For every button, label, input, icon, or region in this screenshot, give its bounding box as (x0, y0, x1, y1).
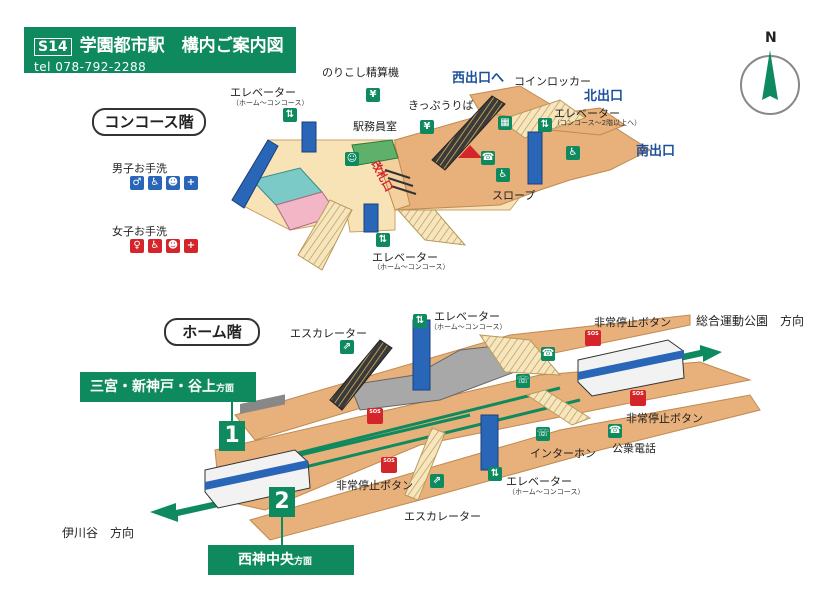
emergency-button-right-label: 非常停止ボタン (626, 412, 703, 425)
station-office-label: 駅務員室 (353, 120, 397, 133)
elevator-left-sub: （ホーム～コンコース） (232, 99, 309, 107)
compass-north-label: N (765, 30, 777, 46)
fare-machine-icon: ¥ (366, 88, 380, 102)
elevator-bottom-sub: （ホーム～コンコース） (373, 263, 450, 271)
phone-icon: ☎ (541, 347, 555, 361)
phone-icon: ☎ (481, 151, 495, 165)
elevator-top-sub: （ホーム～コンコース） (430, 323, 507, 331)
elevator-right-label: エレベーター (554, 107, 620, 120)
west-exit-label: 西出口へ (452, 71, 505, 86)
elevator-left-label: エレベーター (230, 86, 296, 99)
station-title-box: S14 学園都市駅 構内ご案内図 tel 078-792-2288 (24, 27, 296, 74)
male-icon: ♂ (130, 176, 144, 190)
elevator-icon: ⇅ (283, 108, 297, 122)
elevator-top-label: エレベーター (434, 310, 500, 323)
public-phone-label: 公衆電話 (612, 442, 656, 455)
ostomate-icon: + (184, 239, 198, 253)
phone-icon: ☎ (608, 424, 622, 438)
station-title: 学園都市駅 構内ご案内図 (79, 36, 284, 56)
direction-right-label: 総合運動公園 方向 (696, 314, 805, 328)
intercom-label: インターホン (530, 447, 596, 460)
female-icon: ♀ (130, 239, 144, 253)
mens-restroom-label: 男子お手洗 (112, 162, 167, 175)
track2-destination-main: 西神中央 (238, 552, 294, 568)
staff-icon: ☺ (345, 152, 359, 166)
fare-adjust-label: のりこし精算機 (322, 66, 399, 79)
elevator-icon: ⇅ (488, 467, 502, 481)
escalator-top-label: エスカレーター (290, 327, 367, 340)
intercom-icon: ☏ (516, 374, 530, 388)
wheelchair-icon: ♿ (148, 239, 162, 253)
womens-restroom-label: 女子お手洗 (112, 225, 167, 238)
ostomate-icon: + (184, 176, 198, 190)
emergency-sos-icon: SOS (585, 330, 601, 346)
ticket-machine-icon: ¥ (420, 120, 434, 134)
track2-destination: 西神中央方面 (208, 545, 354, 575)
concourse-floor-label: コンコース階 (92, 108, 206, 136)
emergency-sos-icon: SOS (381, 457, 397, 473)
locker-icon: ▦ (498, 116, 512, 130)
elevator-icon: ⇅ (413, 314, 427, 328)
elevator-icon: ⇅ (376, 233, 390, 247)
track2-destination-suffix: 方面 (294, 557, 313, 567)
elevator-bottom-label: エレベーター (372, 251, 438, 264)
wheelchair-icon: ♿ (566, 146, 580, 160)
track1-destination-main: 三宮・新神戸・谷上 (90, 379, 216, 395)
baby-care-icon: ☻ (166, 239, 180, 253)
emergency-sos-icon: SOS (630, 390, 646, 406)
elevator-right-sub: （コンコース～2階以上へ） (553, 119, 642, 127)
train-right (577, 339, 685, 397)
station-phone: tel 078-792-2288 (34, 60, 147, 74)
elevator-icon: ⇅ (538, 118, 552, 132)
direction-left-label: 伊川谷 方向 (62, 526, 135, 540)
ticket-sales-label: きっぷうりば (408, 99, 474, 112)
intercom-icon: ☏ (536, 427, 550, 441)
wheelchair-icon: ♿ (148, 176, 162, 190)
platform-floor (150, 314, 761, 541)
line-code-badge: S14 (34, 38, 72, 56)
concourse-floor (231, 85, 652, 271)
coin-locker-label: コインロッカー (514, 75, 591, 88)
north-exit-label: 北出口 (584, 89, 624, 104)
track1-destination: 三宮・新神戸・谷上方面 (80, 372, 256, 402)
emergency-button-bottom-label: 非常停止ボタン (336, 479, 413, 492)
elevator-bottom-platform-sub: （ホーム～コンコース） (508, 488, 585, 496)
track2-number: 2 (269, 487, 295, 517)
south-exit-label: 南出口 (636, 144, 676, 159)
baby-care-icon: ☻ (166, 176, 180, 190)
compass-rose (740, 50, 800, 115)
track1-number: 1 (219, 421, 245, 451)
elevator-bottom-platform-label: エレベーター (506, 475, 572, 488)
slope-label: スロープ (492, 189, 536, 202)
emergency-button-top-label: 非常停止ボタン (594, 316, 671, 329)
platform-floor-label: ホーム階 (164, 318, 260, 346)
escalator-icon: ⇗ (340, 340, 354, 354)
emergency-sos-icon: SOS (367, 408, 383, 424)
track1-destination-suffix: 方面 (216, 384, 235, 394)
escalator-bottom-label: エスカレーター (404, 510, 481, 523)
wheelchair-icon: ♿ (496, 168, 510, 182)
track2-pointer (281, 517, 283, 545)
track1-pointer (231, 402, 233, 424)
escalator-icon: ⇗ (430, 474, 444, 488)
